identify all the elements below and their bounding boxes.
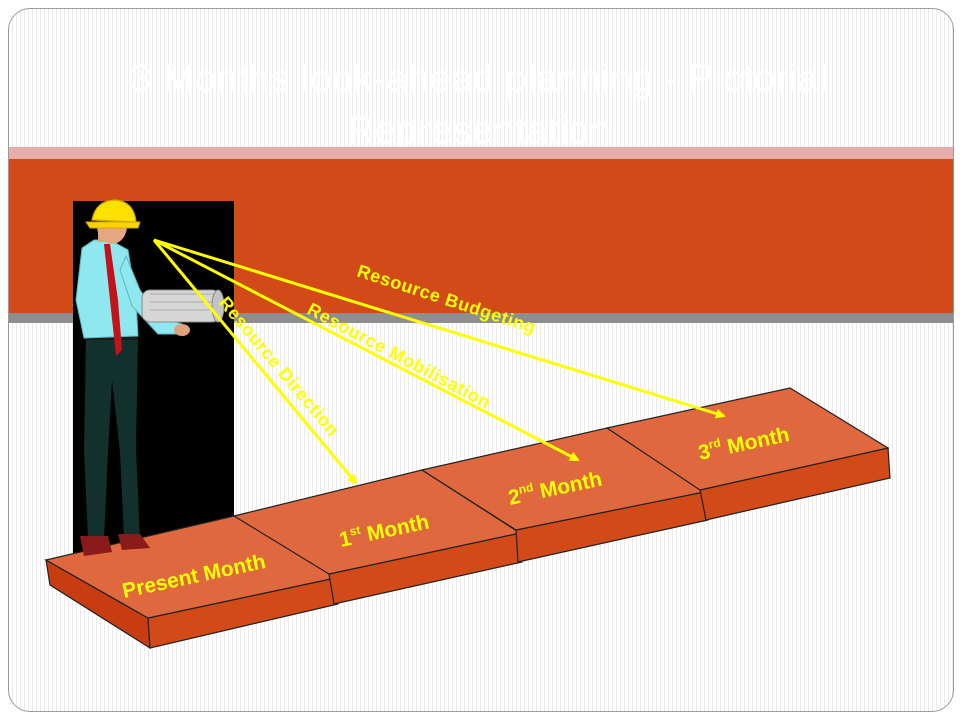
- arrow-resource-direction: [152, 239, 358, 485]
- arrow-label-resource-budgeting: Resource Budgeting: [355, 261, 539, 338]
- walkway: [44, 387, 891, 650]
- tile-month-3: [605, 387, 891, 521]
- hard-hat-icon: [85, 199, 141, 229]
- arrow-resource-mobilisation: [153, 238, 580, 462]
- blueprint-rolls: [141, 289, 225, 323]
- engineer-figure: [75, 199, 225, 556]
- band-top-stripe: [9, 147, 953, 159]
- arrow-resource-budgeting: [153, 238, 726, 419]
- tile-present-month: [44, 515, 342, 650]
- band-bottom-stripe: [9, 313, 953, 323]
- tile-month-1: [232, 469, 523, 605]
- slide-title: 3 Months look-ahead planning - Pictorial…: [129, 58, 829, 152]
- slide: 3 Months look-ahead planning - Pictorial…: [8, 8, 954, 712]
- arrows: [152, 238, 726, 485]
